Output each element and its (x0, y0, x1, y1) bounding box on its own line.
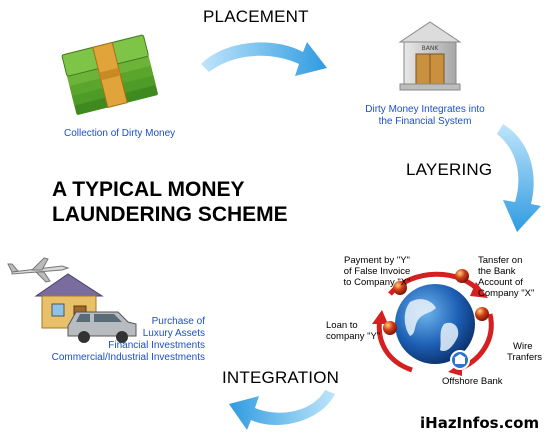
label-loan-line1: Loan to (326, 320, 358, 331)
title-line-2: LAUNDERING SCHEME (52, 203, 288, 226)
arrow-integration-icon (229, 390, 335, 430)
caption-integrates-line2: the Financial System (378, 116, 472, 127)
label-transfer-line1: Tansfer on (478, 255, 523, 266)
globe-cycle-icon (372, 269, 494, 376)
label-payment-line1: Payment by "Y" (344, 255, 410, 266)
bank-icon: BANK (398, 21, 462, 91)
caption-integrates: Dirty Money Integrates into the Financia… (361, 104, 489, 128)
label-payment: Payment by "Y" of False Invoice to Compa… (337, 255, 417, 288)
caption-purchase: Purchase of Luxury Assets Financial Inve… (52, 316, 205, 364)
label-transfer: Tansfer on the Bank Account of Company "… (478, 255, 548, 299)
title-line-1: A TYPICAL MONEY (52, 178, 245, 201)
arrow-layering-icon (497, 124, 541, 232)
stage-integration: INTEGRATION (222, 368, 340, 387)
label-wire-line2: Tranfers (507, 352, 543, 363)
airplane-icon (7, 257, 70, 283)
caption-integrates-line1: Dirty Money Integrates into (365, 104, 485, 115)
stage-layering: LAYERING (406, 160, 493, 179)
bank-sign: BANK (422, 45, 440, 52)
money-stack-icon: $ (61, 34, 158, 115)
label-transfer-line4: Company "X" (478, 288, 535, 299)
caption-purchase-line2: Luxury Assets (142, 328, 205, 339)
label-wire-line1: Wire (513, 341, 533, 352)
label-loan: Loan to company "Y" (326, 320, 396, 342)
car-icon (67, 311, 137, 343)
label-payment-line3: to Company "X" (343, 277, 411, 288)
label-transfer-line2: the Bank (478, 266, 516, 277)
arrow-placement-icon (201, 42, 327, 76)
label-offshore-bank: Offshore Bank (442, 376, 503, 387)
stage-placement: PLACEMENT (203, 7, 309, 26)
watermark: iHazInfos.com (420, 414, 540, 432)
luxury-assets-icon (7, 257, 137, 343)
label-loan-line2: company "Y" (326, 331, 381, 342)
label-transfer-line3: Account of (478, 277, 523, 288)
caption-purchase-line4: Commercial/Industrial Investments (51, 352, 205, 363)
caption-purchase-line3: Financial Investments (108, 340, 205, 351)
caption-purchase-line1: Purchase of (151, 316, 205, 327)
caption-collection: Collection of Dirty Money (64, 128, 176, 139)
label-payment-line2: of False Invoice (343, 266, 411, 277)
diagram-title: A TYPICAL MONEY LAUNDERING SCHEME (52, 177, 288, 227)
label-wire: Wire Tranfers (507, 341, 552, 363)
